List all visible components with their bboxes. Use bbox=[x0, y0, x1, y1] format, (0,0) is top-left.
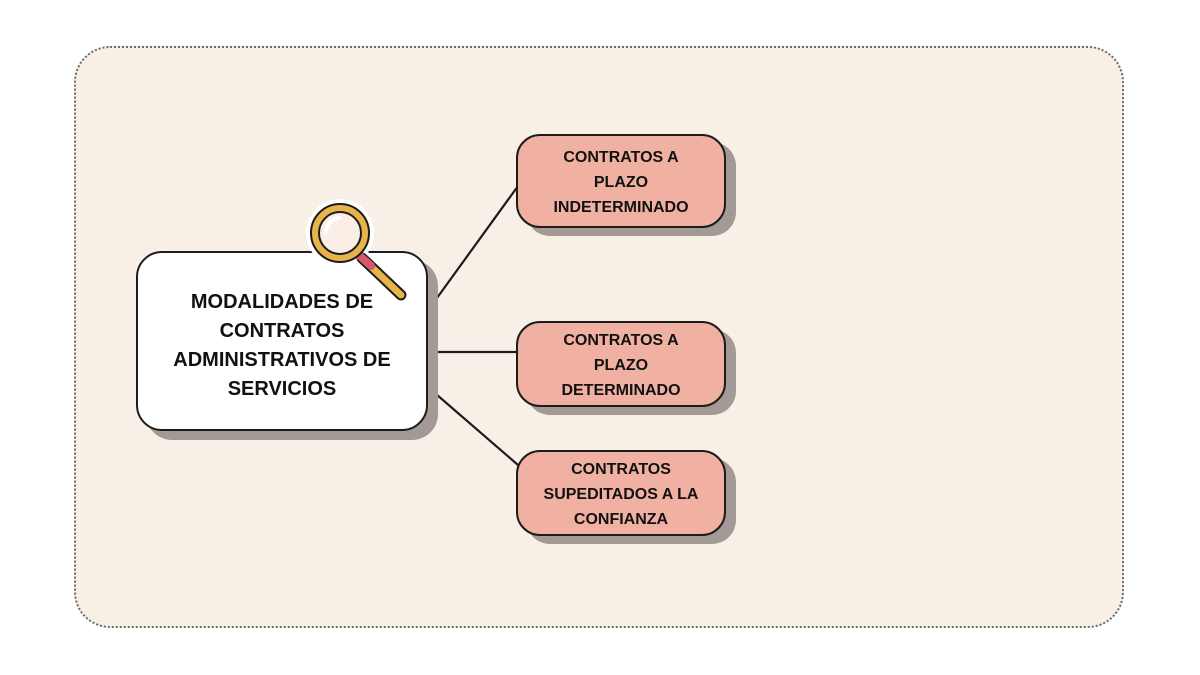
child-node-plazo-determinado: CONTRATOS A PLAZO DETERMINADO bbox=[516, 321, 726, 407]
child-node-plazo-indeterminado: CONTRATOS A PLAZO INDETERMINADO bbox=[516, 134, 726, 228]
child-node-label: CONTRATOS A PLAZO INDETERMINADO bbox=[553, 148, 689, 216]
child-node-supeditados-confianza: CONTRATOS SUPEDITADOS A LA CONFIANZA bbox=[516, 450, 726, 536]
main-node: MODALIDADES DE CONTRATOS ADMINISTRATIVOS… bbox=[136, 251, 428, 431]
child-node-label: CONTRATOS SUPEDITADOS A LA CONFIANZA bbox=[543, 460, 699, 528]
magnifying-glass-icon bbox=[306, 199, 411, 305]
main-node-label: MODALIDADES DE CONTRATOS ADMINISTRATIVOS… bbox=[173, 291, 391, 400]
child-node-label: CONTRATOS A PLAZO DETERMINADO bbox=[561, 331, 681, 399]
